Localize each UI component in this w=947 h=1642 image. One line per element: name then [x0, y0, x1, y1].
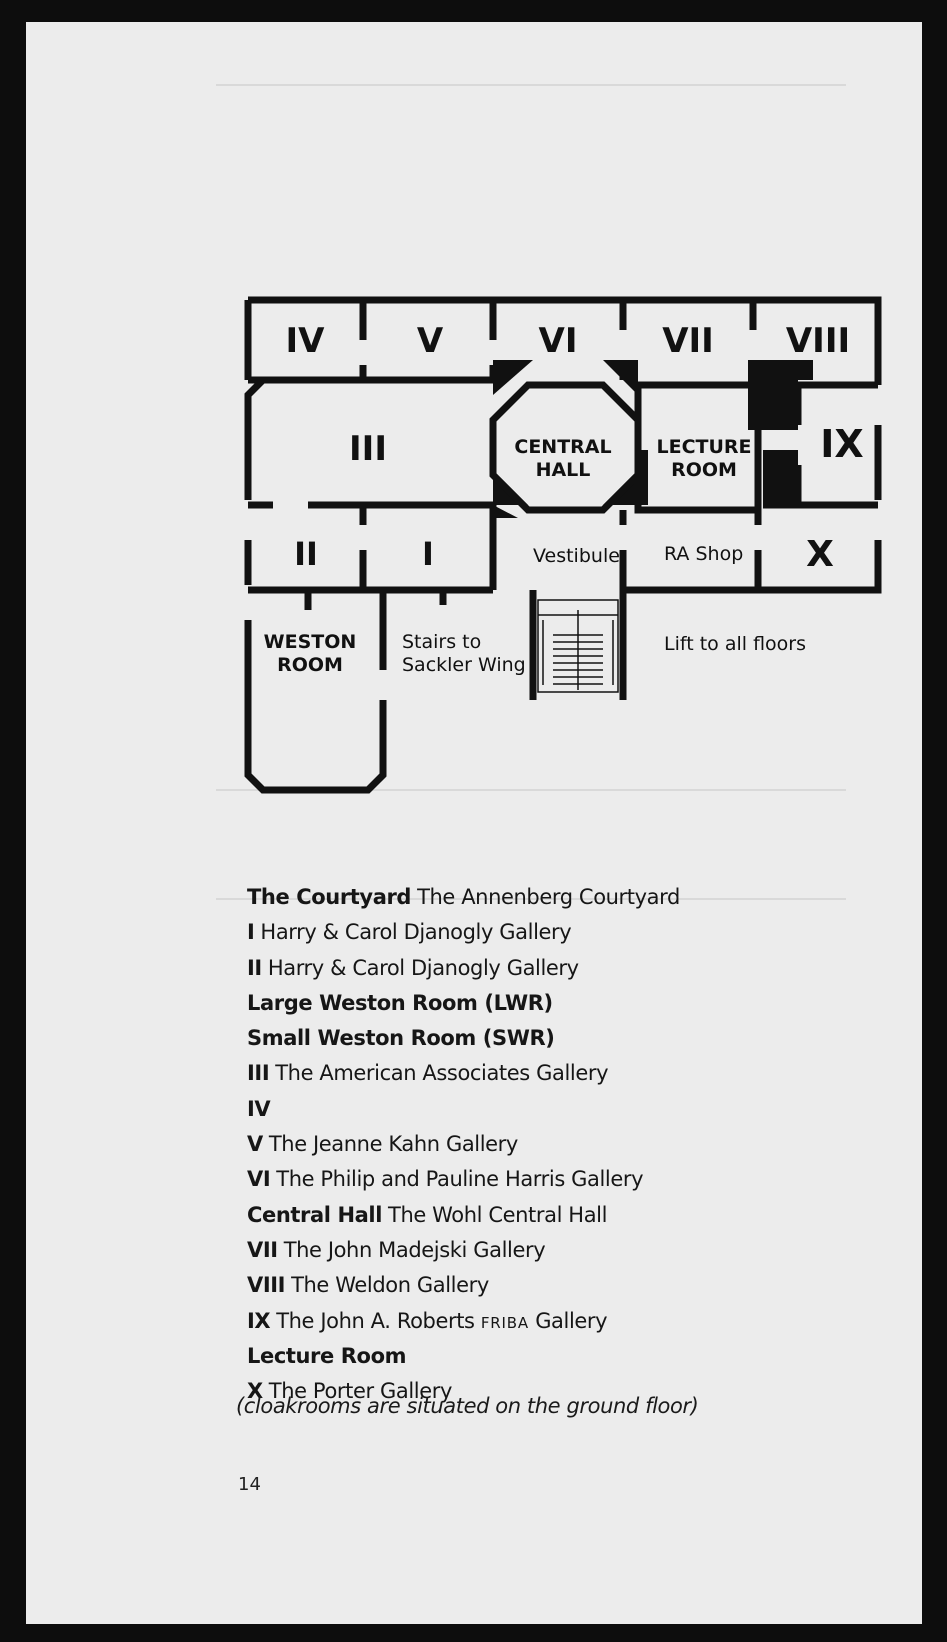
lecture-room-label-line1: LECTURE [656, 436, 751, 458]
plan-area-labels: Vestibule RA Shop Stairs to Sackler Wing… [402, 543, 806, 676]
stairs-drawing [537, 599, 619, 693]
legend-name: The Jeanne Kahn Gallery [268, 1132, 518, 1157]
room-ix-label: IX [820, 422, 863, 466]
central-hall-label-line1: CENTRAL [514, 436, 611, 458]
room-v-label: V [417, 321, 444, 361]
show-through-rule [216, 84, 846, 86]
legend-code: II [247, 955, 262, 980]
legend-name: The Weldon Gallery [291, 1273, 489, 1298]
room-x-label: X [806, 534, 834, 575]
room-vii-label: VII [662, 321, 714, 361]
legend-name: Harry & Carol Djanogly Gallery [260, 920, 572, 945]
legend-code: I [247, 920, 255, 945]
weston-room-label-line1: WESTON [264, 631, 357, 653]
room-iii-label: III [349, 429, 387, 469]
room-i-label: I [422, 535, 434, 573]
legend-name: The American Associates Gallery [275, 1061, 609, 1086]
plan-solid-corners [493, 360, 813, 518]
room-viii-label: VIII [786, 321, 850, 361]
room-ii-label: II [294, 535, 318, 573]
cloakroom-note: (cloakrooms are situated on the ground f… [236, 1394, 699, 1418]
plan-room-numerals: IV V VI VII VIII III IX II I X CENTRAL H… [264, 321, 864, 676]
page: IV V VI VII VIII III IX II I X CENTRAL H… [26, 22, 922, 1624]
legend-code: VII [247, 1237, 278, 1262]
legend-code: IX [247, 1308, 271, 1333]
lift-label: Lift to all floors [664, 633, 806, 655]
legend-name: The Annenberg Courtyard [417, 885, 680, 909]
show-through-rule [216, 898, 846, 900]
central-hall-label-line2: HALL [536, 459, 591, 481]
legend-item: IV [247, 1092, 887, 1127]
legend-code: The Courtyard [247, 885, 412, 909]
legend-code: IV [247, 1096, 271, 1121]
legend-name-suffix: Gallery [535, 1308, 608, 1333]
legend-code: Small Weston Room (SWR) [247, 1026, 555, 1051]
ra-shop-label: RA Shop [664, 543, 743, 565]
legend-code: X [247, 1379, 263, 1404]
page-number: 14 [238, 1474, 261, 1495]
legend-name-smallcaps: FRIBA [480, 1313, 529, 1332]
legend-code: VIII [247, 1273, 286, 1298]
legend-item: Large Weston Room (LWR) [247, 986, 887, 1021]
legend-code: V [247, 1132, 263, 1157]
legend-code: Lecture Room [247, 1343, 407, 1368]
weston-room-label-line2: ROOM [277, 654, 343, 676]
legend-code: Central Hall [247, 1202, 383, 1227]
legend-item: Small Weston Room (SWR) [247, 1021, 887, 1056]
floor-plan-svg: IV V VI VII VIII III IX II I X CENTRAL H… [244, 296, 882, 794]
legend-name: The Porter Gallery [268, 1379, 453, 1404]
legend-code: VI [247, 1167, 271, 1192]
room-vi-label: VI [539, 321, 578, 361]
room-iv-label: IV [286, 321, 326, 361]
stairs-label-line2: Sackler Wing [402, 654, 526, 676]
legend-code: III [247, 1061, 270, 1086]
stairs-label-line1: Stairs to [402, 631, 481, 653]
plan-walls [244, 296, 882, 794]
floor-plan: IV V VI VII VIII III IX II I X CENTRAL H… [238, 290, 898, 814]
vestibule-label: Vestibule [533, 545, 620, 567]
legend-code: Large Weston Room (LWR) [247, 990, 553, 1015]
legend-name: Harry & Carol Djanogly Gallery [267, 955, 579, 980]
legend-name: The John A. Roberts [276, 1308, 475, 1333]
lecture-room-label-line2: ROOM [671, 459, 737, 481]
legend-name: The Philip and Pauline Harris Gallery [276, 1167, 644, 1192]
legend-item: Lecture Room [247, 1339, 887, 1374]
show-through-rule [216, 789, 846, 791]
legend-name: The Wohl Central Hall [388, 1202, 608, 1227]
legend-name: The John Madejski Gallery [283, 1237, 546, 1262]
